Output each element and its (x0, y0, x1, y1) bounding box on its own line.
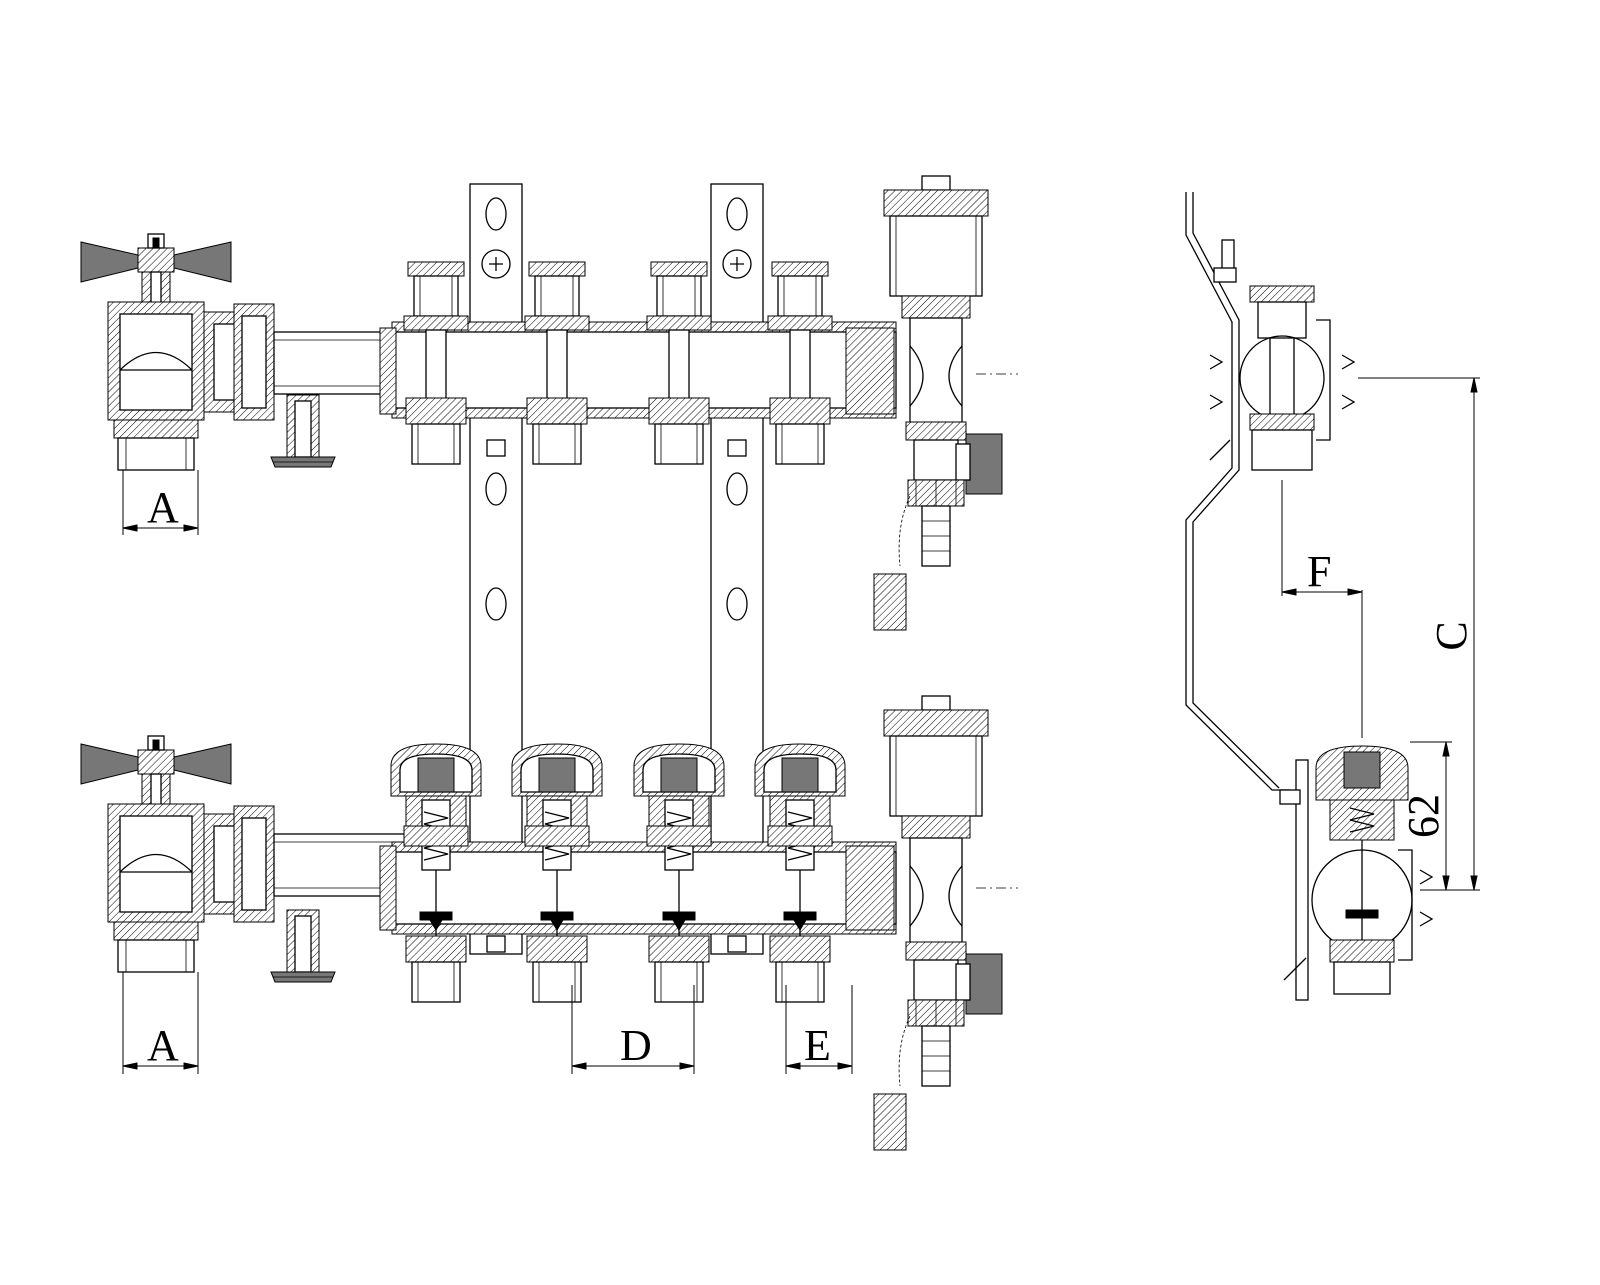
dimension-e: E (785, 985, 853, 1074)
dimension-f: F (1281, 480, 1363, 738)
dimension-c: C (1358, 377, 1480, 891)
side-view (1185, 192, 1434, 1001)
dimension-label-f: F (1307, 547, 1331, 596)
bracket-right (710, 183, 764, 955)
dimension-a-bottom: A (122, 972, 199, 1074)
dimension-label-d: D (620, 1021, 652, 1070)
dimension-label-e: E (804, 1021, 831, 1070)
dimension-label-c: C (1427, 621, 1476, 650)
dimension-62: 62 (1399, 741, 1452, 891)
dimension-label-62: 62 (1399, 794, 1448, 838)
dimension-d: D (571, 985, 695, 1074)
dimension-a-top: A (122, 470, 199, 535)
top-manifold (80, 175, 1018, 631)
dimension-label-a-top: A (147, 483, 179, 532)
bottom-manifold (80, 695, 1018, 1151)
dimension-label-a-bottom: A (147, 1021, 179, 1070)
bracket-left (469, 183, 523, 955)
